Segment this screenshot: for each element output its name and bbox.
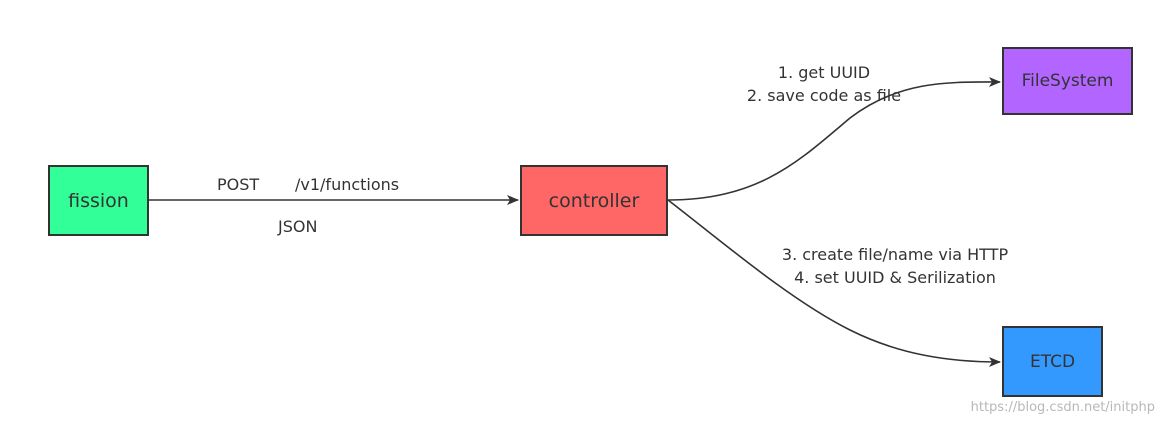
etcd-node: ETCD bbox=[1002, 326, 1103, 397]
edge-controller-to-filesystem bbox=[667, 76, 1001, 201]
edge-controller-to-etcd bbox=[667, 199, 1001, 367]
edge-label-step4: 4. set UUID & Serilization bbox=[794, 268, 996, 287]
edge-label-step1: 1. get UUID bbox=[777, 63, 871, 82]
edge-label-method: POST bbox=[217, 175, 260, 194]
filesystem-node: FileSystem bbox=[1002, 47, 1133, 115]
controller-node-label: controller bbox=[548, 189, 640, 212]
filesystem-node-label: FileSystem bbox=[1021, 71, 1114, 91]
edge-label-step3: 3. create file/name via HTTP bbox=[781, 245, 1009, 264]
edge-label-step2: 2. save code as file bbox=[746, 86, 902, 105]
fission-node: fission bbox=[48, 165, 149, 236]
edge-label-payload: JSON bbox=[278, 217, 318, 236]
fission-node-label: fission bbox=[68, 189, 129, 212]
watermark-text: https://blog.csdn.net/initphp bbox=[970, 400, 1155, 415]
controller-node: controller bbox=[520, 165, 668, 236]
edge-label-path: /v1/functions bbox=[295, 175, 400, 194]
etcd-node-label: ETCD bbox=[1029, 351, 1076, 372]
